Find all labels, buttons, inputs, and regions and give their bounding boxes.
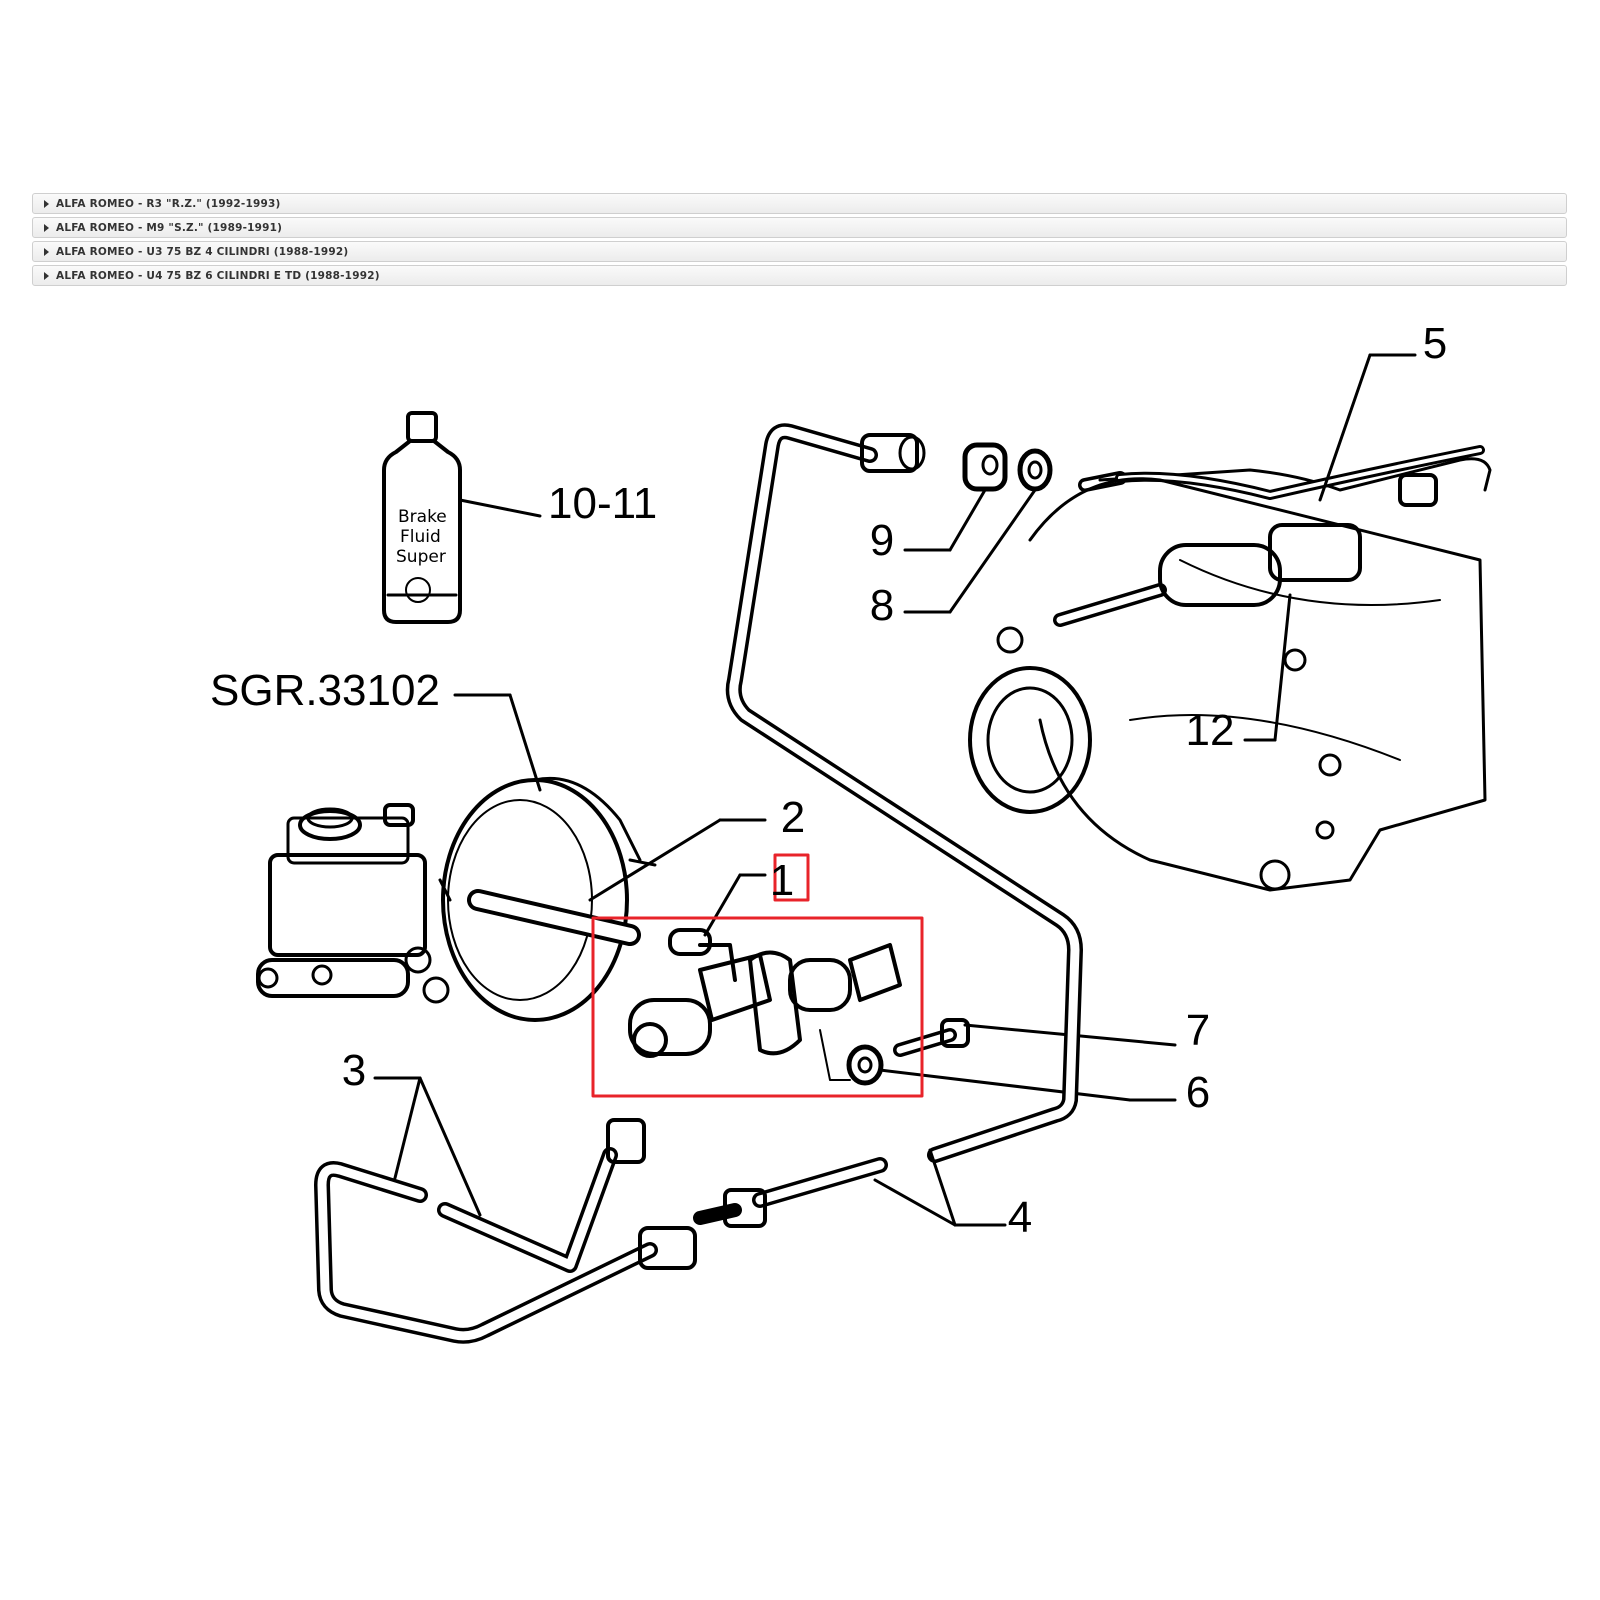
callout-7[interactable]: 7 bbox=[1186, 1006, 1210, 1055]
nut-part-9 bbox=[903, 442, 1008, 552]
model-row-m9[interactable]: ALFA ROMEO - M9 "S.Z." (1989-1991) bbox=[32, 217, 1567, 238]
caret-right-icon bbox=[44, 247, 49, 256]
callout-1[interactable]: 1 bbox=[770, 856, 794, 905]
brake-booster-assembly bbox=[256, 693, 657, 1022]
pipe-part-4 bbox=[693, 423, 1083, 1228]
screw-part-7 bbox=[893, 1018, 1177, 1057]
selected-part-highlight bbox=[591, 916, 924, 1098]
model-row-label: ALFA ROMEO - U3 75 BZ 4 CILINDRI (1988-1… bbox=[56, 245, 349, 258]
washer-part-8 bbox=[903, 448, 1053, 614]
callout-12[interactable]: 12 bbox=[1186, 706, 1235, 755]
callout-sgr-33102[interactable]: SGR.33102 bbox=[210, 666, 440, 715]
callout-4[interactable]: 4 bbox=[1008, 1193, 1032, 1242]
selected-callout-highlight bbox=[773, 853, 810, 902]
callout-10-11[interactable]: 10-11 bbox=[548, 479, 657, 528]
pipe-part-3 bbox=[314, 1076, 697, 1344]
caret-right-icon bbox=[44, 271, 49, 280]
bottle-text-line-1: Brake bbox=[398, 507, 447, 527]
model-row-label: ALFA ROMEO - R3 "R.Z." (1992-1993) bbox=[56, 197, 281, 210]
model-row-u3[interactable]: ALFA ROMEO - U3 75 BZ 4 CILINDRI (1988-1… bbox=[32, 241, 1567, 262]
callout-9[interactable]: 9 bbox=[870, 516, 894, 565]
bottle-text-line-2: Fluid bbox=[400, 527, 441, 547]
caret-right-icon bbox=[44, 199, 49, 208]
hose-part-2 bbox=[467, 818, 767, 946]
brake-fluid-bottle: Brake Fluid Super bbox=[382, 411, 542, 624]
model-list: ALFA ROMEO - R3 "R.Z." (1992-1993) ALFA … bbox=[32, 193, 1567, 289]
model-row-label: ALFA ROMEO - M9 "S.Z." (1989-1991) bbox=[56, 221, 283, 234]
clutch-master-cylinder bbox=[628, 873, 902, 1081]
callout-5[interactable]: 5 bbox=[1423, 319, 1447, 368]
callout-3[interactable]: 3 bbox=[342, 1046, 366, 1095]
caret-right-icon bbox=[44, 223, 49, 232]
callout-6[interactable]: 6 bbox=[1186, 1068, 1210, 1117]
bottle-text-line-3: Super bbox=[396, 547, 446, 567]
callout-8[interactable]: 8 bbox=[870, 581, 894, 630]
model-row-r3[interactable]: ALFA ROMEO - R3 "R.Z." (1992-1993) bbox=[32, 193, 1567, 214]
callout-2[interactable]: 2 bbox=[781, 793, 805, 842]
gearbox-housing bbox=[968, 353, 1492, 892]
model-row-u4[interactable]: ALFA ROMEO - U4 75 BZ 6 CILINDRI E TD (1… bbox=[32, 265, 1567, 286]
model-row-label: ALFA ROMEO - U4 75 BZ 6 CILINDRI E TD (1… bbox=[56, 269, 380, 282]
